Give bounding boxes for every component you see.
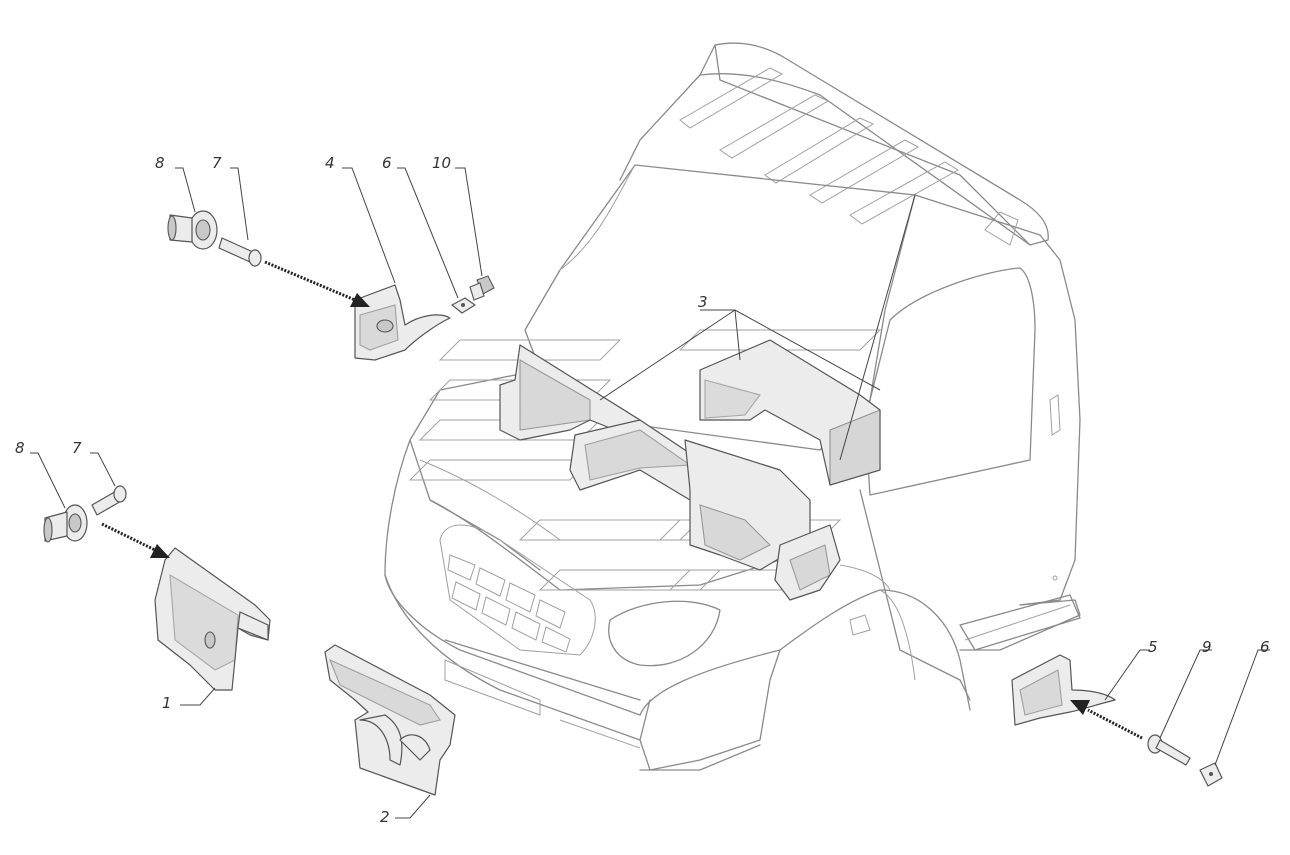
part-5-bracket	[1011, 654, 1116, 726]
callout-leaders	[30, 167, 1270, 819]
part-9-bolt	[1147, 734, 1191, 766]
part-6-clip-upper	[451, 297, 476, 314]
part-3-insulation-panels	[499, 339, 891, 601]
callout-7-lower: 7	[72, 439, 82, 457]
part-8-rivet-upper	[167, 210, 218, 250]
part-7-bolt-upper	[218, 237, 262, 267]
bracket-hole	[376, 319, 394, 333]
assembly-arrow-upper-left	[264, 260, 370, 307]
callout-4: 4	[325, 154, 335, 172]
part-1-shield	[154, 547, 271, 691]
part-6-clip-lower	[1199, 762, 1223, 787]
part-8-rivet-lower	[43, 504, 88, 543]
assembly-arrow-right	[1070, 700, 1143, 740]
callout-2: 2	[380, 808, 390, 826]
callout-10: 10	[432, 154, 451, 172]
callout-1: 1	[162, 694, 172, 712]
callout-3: 3	[698, 293, 708, 311]
callout-6-lower: 6	[1260, 638, 1270, 656]
callout-7-upper: 7	[212, 154, 222, 172]
grille-outline	[439, 524, 596, 656]
callout-5: 5	[1148, 638, 1158, 656]
part-7-bolt-lower	[91, 485, 127, 516]
part-2-shield	[324, 644, 456, 796]
part-10-screw	[469, 275, 495, 301]
assembly-arrow-lower-left	[101, 522, 170, 558]
callout-9: 9	[1202, 638, 1212, 656]
part-4-bracket	[354, 284, 451, 361]
callout-labels: 8 7 4 6 10 3 8 7 1 2 5 9 6	[15, 154, 1270, 826]
callout-6-upper: 6	[382, 154, 392, 172]
cab-outline	[384, 42, 1081, 771]
callout-8-lower: 8	[15, 439, 25, 457]
callout-8-upper: 8	[155, 154, 165, 172]
